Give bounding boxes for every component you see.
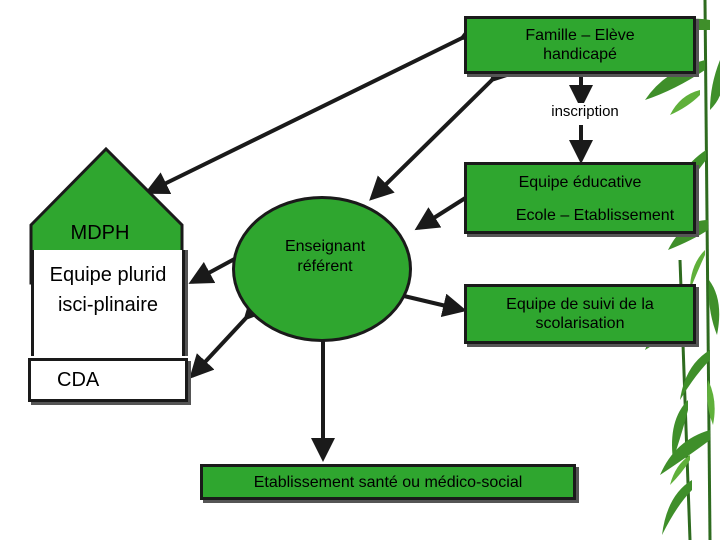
equipe-pluridisciplinaire-box: Equipe pluridisci-plinaire [31,250,185,356]
enseignant-referent-ellipse: Enseignant référent [232,196,412,342]
arrow-enseignant-suivi [403,293,467,318]
cda-label: CDA [57,369,100,391]
arrow-famille-enseignant [369,57,515,201]
etablissement-sante-box: Etablissement santé ou médico-social [200,464,576,500]
equipe-suivi-label: Equipe de suivi de la scolarisation [506,296,654,332]
equipe-educative-label: Equipe éducative [518,174,642,191]
etablissement-sante-label: Etablissement santé ou médico-social [253,473,523,491]
enseignant-referent-label: Enseignant référent [284,238,366,275]
ecole-etablissement-label: Ecole – Etablissement [515,207,675,224]
famille-eleve-label: Famille – Elève handicapé [525,27,635,63]
equipe-educative-box: Equipe éducative Ecole – Etablissement [464,162,696,234]
arrow-enseignant-cda [189,295,269,379]
arrow-famille-mdph [144,18,486,194]
inscription-label: inscription [530,103,640,120]
equipe-pluridisciplinaire-label: Equipe pluridisci-plinaire [49,264,167,316]
cda-box: CDA [28,358,188,402]
famille-eleve-box: Famille – Elève handicapé [464,16,696,74]
equipe-suivi-box: Equipe de suivi de la scolarisation [464,284,696,344]
mdph-label: MDPH [70,222,130,244]
